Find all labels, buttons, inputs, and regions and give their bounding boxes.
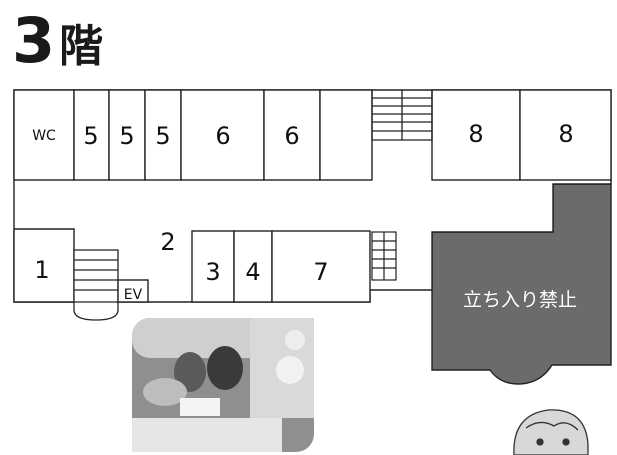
label-7: 7 (313, 258, 328, 286)
room-6a (180, 89, 265, 181)
room-5a (73, 89, 110, 181)
label-wc: WC (32, 128, 56, 144)
label-6a: 6 (215, 122, 230, 150)
room-5c (144, 89, 182, 181)
label-5b: 5 (119, 122, 134, 150)
room-6b (263, 89, 321, 181)
stairs-left (73, 249, 119, 321)
elevator (117, 279, 149, 303)
activity-photo (132, 318, 314, 452)
label-3: 3 (205, 258, 220, 286)
label-8a: 8 (468, 120, 483, 148)
label-5a: 5 (83, 122, 98, 150)
floor-number: 3 (12, 4, 56, 77)
floor-kanji: 階 (59, 21, 104, 72)
room-7 (271, 230, 371, 303)
label-6b: 6 (284, 122, 299, 150)
label-4: 4 (245, 258, 260, 286)
label-2-corridor: 2 (160, 228, 175, 256)
label-restricted: 立ち入り禁止 (463, 289, 577, 311)
label-8b: 8 (558, 120, 573, 148)
label-5c: 5 (155, 122, 170, 150)
room-3 (191, 230, 235, 303)
room-8a (431, 89, 521, 181)
label-ev: EV (124, 287, 143, 303)
room-8b (519, 89, 612, 181)
restricted-area (431, 183, 612, 385)
room-blank (319, 89, 373, 181)
stairs-right (371, 231, 397, 281)
room-wc (13, 89, 75, 181)
label-1: 1 (34, 256, 49, 284)
stairs-top (371, 90, 433, 141)
floor-title: 3 階 (12, 10, 103, 72)
mascot-character (513, 409, 589, 455)
